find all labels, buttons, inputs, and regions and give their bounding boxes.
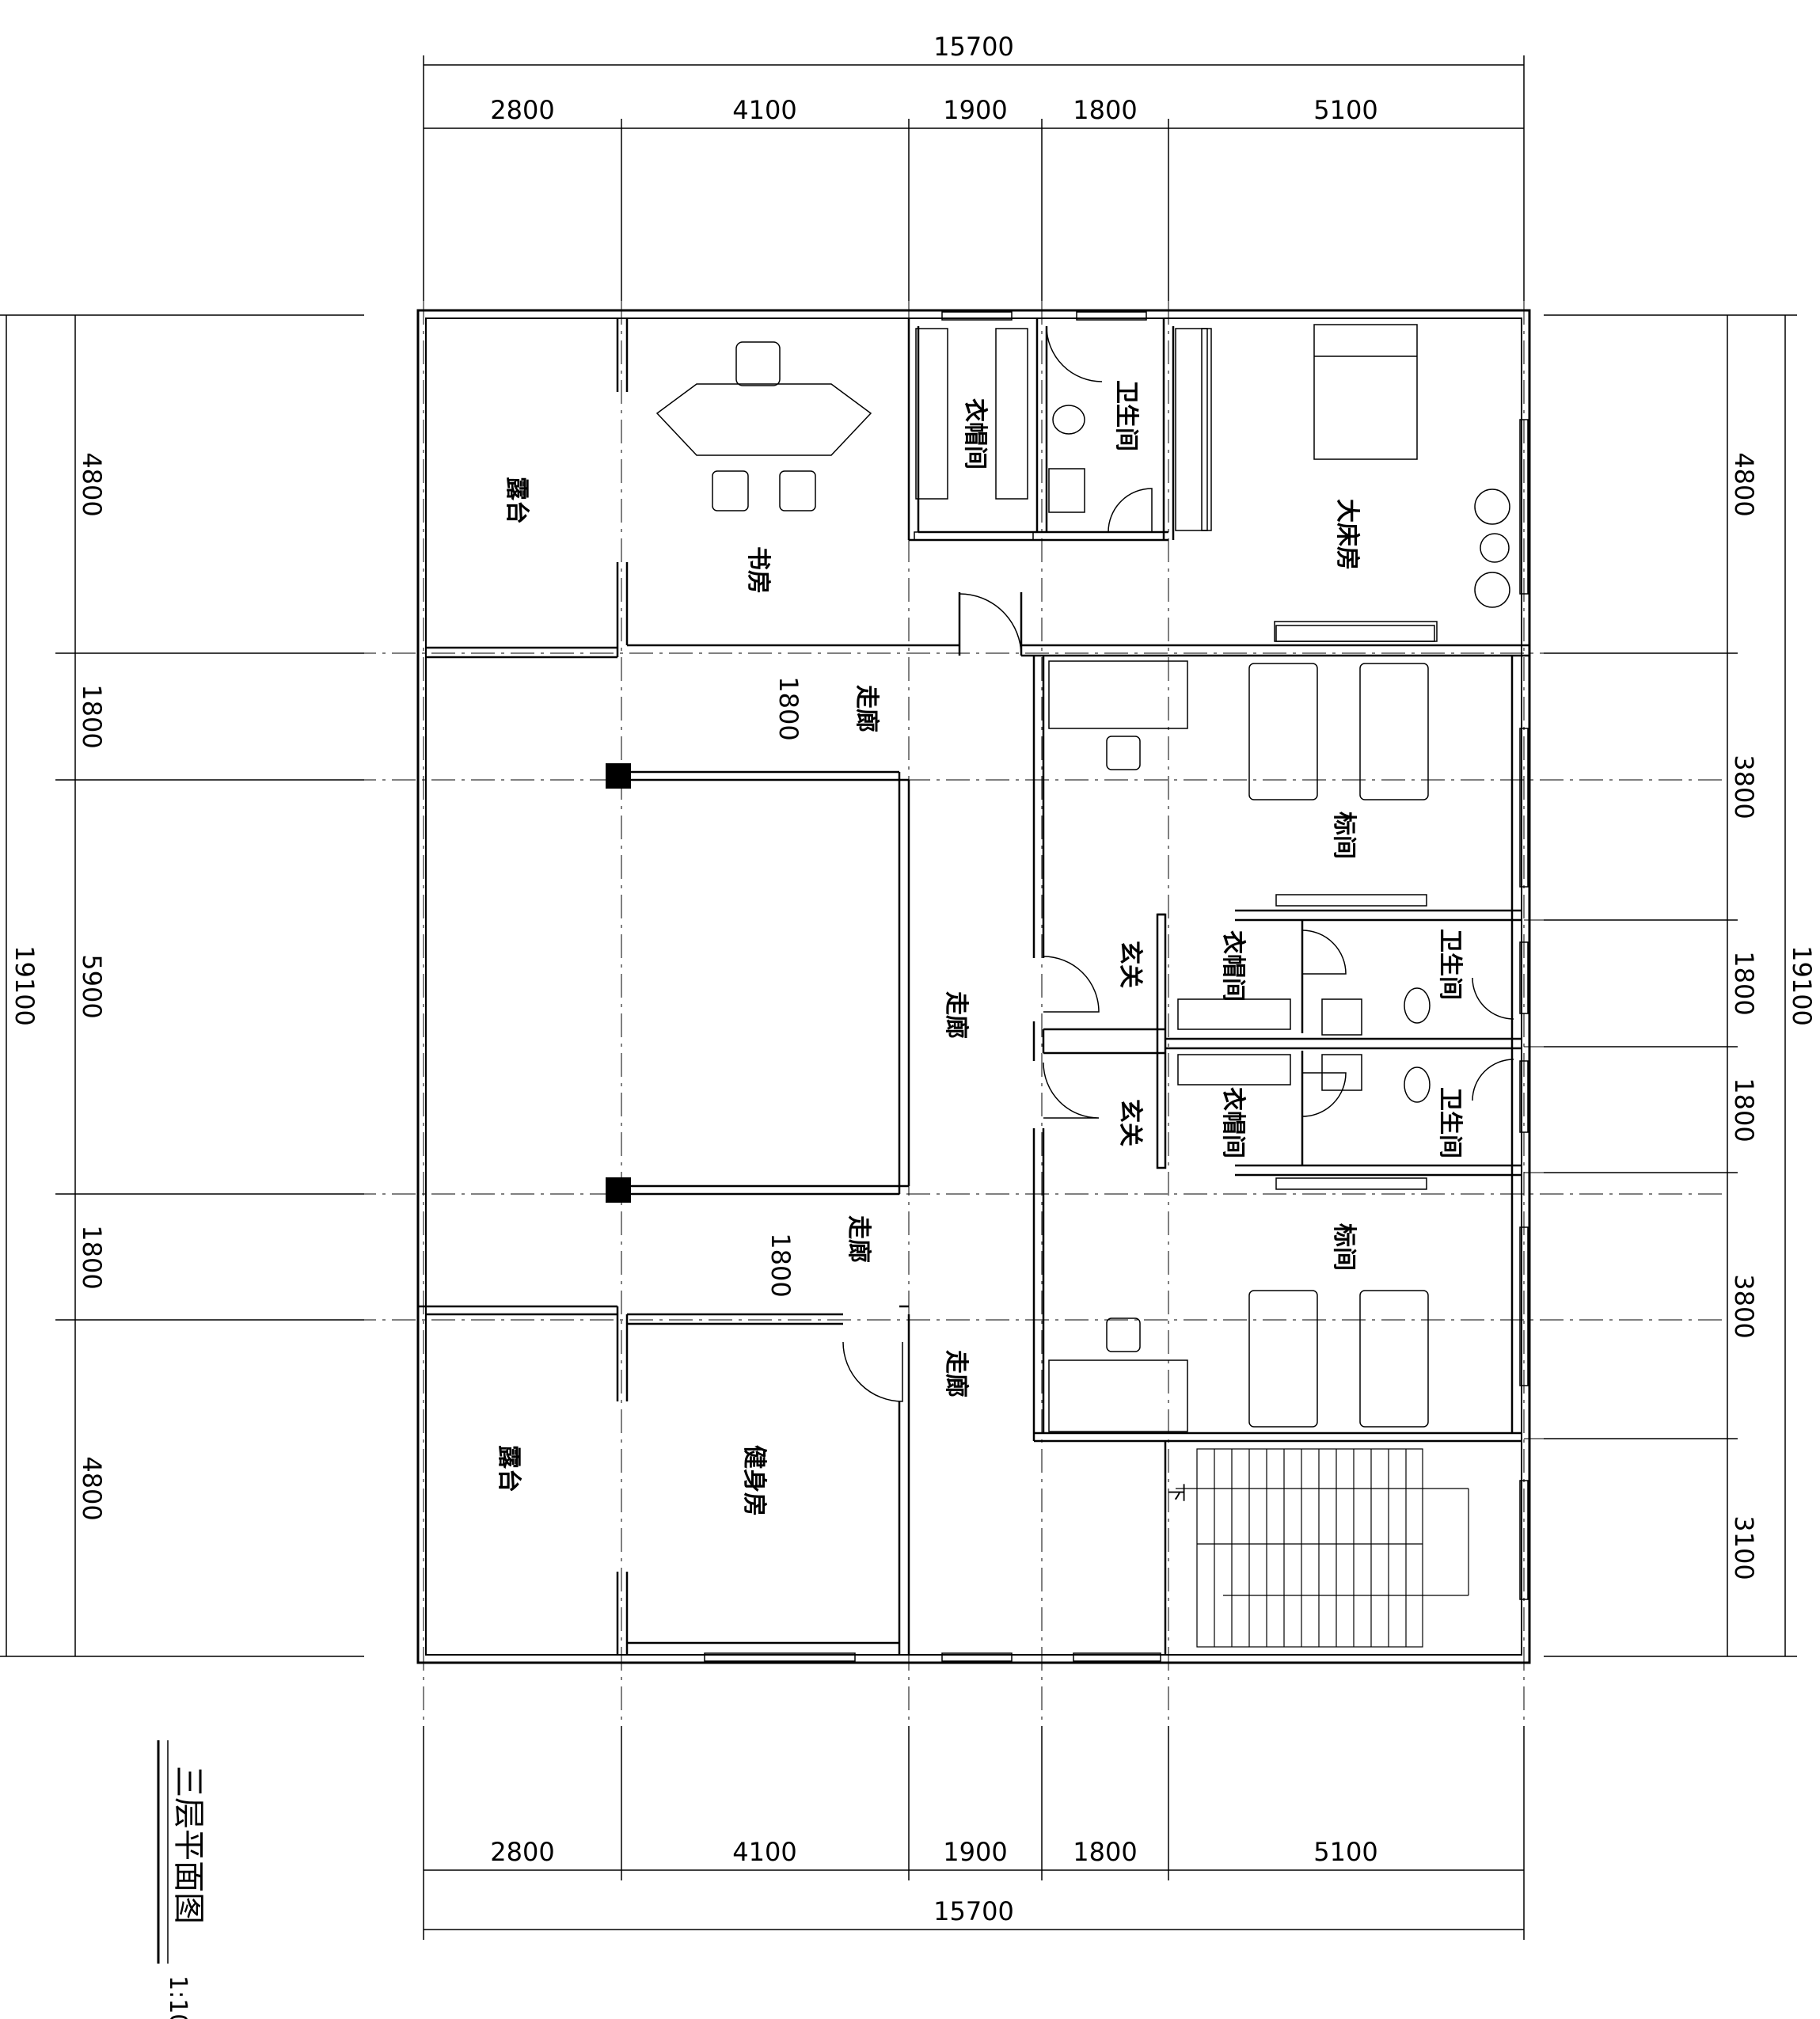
right-dimension-labels: 19100 4800 3800 1800 1800 3800 3100 xyxy=(1729,452,1817,1580)
corridor-width-dim: 1800 xyxy=(766,1233,796,1297)
top-seg-dim: 1800 xyxy=(1073,95,1137,125)
bottom-dimension-labels: 2800 4100 1900 1800 5100 15700 xyxy=(490,1837,1377,1926)
room-label-gym: 健身房 xyxy=(740,1445,768,1516)
corridor-width-dim: 1800 xyxy=(773,676,804,740)
closet-fixtures xyxy=(915,328,1291,1086)
room-label-corridor-bottom: 走廊 xyxy=(942,1350,970,1397)
right-seg-dim: 1800 xyxy=(1729,1078,1759,1142)
grid-axes xyxy=(75,301,1727,1726)
right-seg-dim: 3800 xyxy=(1729,1274,1759,1338)
exterior-walls xyxy=(416,309,1531,1664)
room-labels: 露台 书房 衣帽间 卫生间 大床房 走廊 走廊 走廊 走廊 标间 玄关 衣帽间 … xyxy=(495,380,1464,1516)
right-seg-dim: 4800 xyxy=(1729,452,1759,516)
doors xyxy=(842,325,1514,1402)
left-seg-dim: 4800 xyxy=(77,1456,107,1520)
left-seg-dim: 1800 xyxy=(77,1225,107,1289)
right-seg-dim: 1800 xyxy=(1729,951,1759,1015)
bottom-seg-dim: 2800 xyxy=(490,1837,554,1867)
room-label-corridor-main: 走廊 xyxy=(942,991,970,1039)
bottom-total-dim: 15700 xyxy=(933,1896,1014,1926)
top-dimension-lines xyxy=(423,55,1525,301)
stair xyxy=(1176,1448,1469,1648)
bottom-dimension-lines xyxy=(423,1726,1525,1940)
room-label-bath-top: 卫生间 xyxy=(1112,380,1140,451)
room-label-corridor-lower: 走廊 xyxy=(845,1215,872,1263)
furniture xyxy=(655,324,1510,1432)
drawing-title-name: 三层平面图 xyxy=(170,1766,207,1924)
bottom-seg-dim: 1900 xyxy=(943,1837,1007,1867)
title-underline xyxy=(157,1740,169,1964)
left-dimension-lines xyxy=(0,314,364,1657)
room-label-terrace-bottom: 露台 xyxy=(495,1445,522,1492)
windows xyxy=(704,311,1529,1662)
bottom-seg-dim: 5100 xyxy=(1313,1837,1377,1867)
room-label-closet-upper: 衣帽间 xyxy=(1219,930,1247,1002)
top-total-dim: 15700 xyxy=(933,32,1014,62)
drawing-scale: 1:100 xyxy=(164,1975,192,2019)
room-label-twin-lower: 标间 xyxy=(1330,1223,1358,1271)
room-label-foyer-upper: 玄关 xyxy=(1116,941,1144,988)
stair-direction-label: 下 xyxy=(1165,1483,1187,1502)
right-total-dim: 19100 xyxy=(1787,945,1817,1026)
top-seg-dim: 5100 xyxy=(1313,95,1377,125)
left-total-dim: 19100 xyxy=(9,945,40,1026)
room-label-twin-upper: 标间 xyxy=(1330,812,1358,859)
left-dimension-labels: 19100 4800 1800 5900 1800 4800 xyxy=(9,452,107,1520)
top-seg-dim: 1900 xyxy=(943,95,1007,125)
bottom-seg-dim: 1800 xyxy=(1073,1837,1137,1867)
columns xyxy=(606,763,631,1203)
room-label-closet-lower: 衣帽间 xyxy=(1219,1087,1247,1158)
room-label-master-bedroom: 大床房 xyxy=(1333,499,1361,570)
top-seg-dim: 2800 xyxy=(490,95,554,125)
right-seg-dim: 3100 xyxy=(1729,1515,1759,1580)
bottom-seg-dim: 4100 xyxy=(732,1837,796,1867)
room-label-closet-top: 衣帽间 xyxy=(961,398,989,470)
left-seg-dim: 4800 xyxy=(77,452,107,516)
room-label-foyer-lower: 玄关 xyxy=(1116,1099,1144,1146)
interior-walls xyxy=(418,318,1529,1655)
left-seg-dim: 1800 xyxy=(77,684,107,748)
room-label-bath-upper: 卫生间 xyxy=(1436,929,1464,1000)
drawing-title: 三层平面图 1:100 xyxy=(164,1766,207,2019)
room-label-bath-lower: 卫生间 xyxy=(1436,1087,1464,1158)
right-seg-dim: 3800 xyxy=(1729,755,1759,819)
corridor-dimension-labels: 1800 1800 xyxy=(766,676,804,1297)
room-label-terrace-top: 露台 xyxy=(503,477,530,524)
top-seg-dim: 4100 xyxy=(732,95,796,125)
top-dimension-labels: 15700 2800 4100 1900 1800 5100 xyxy=(490,32,1377,125)
room-label-study: 书房 xyxy=(744,546,772,594)
room-label-corridor-upper: 走廊 xyxy=(853,685,880,732)
left-seg-dim: 5900 xyxy=(77,954,107,1018)
